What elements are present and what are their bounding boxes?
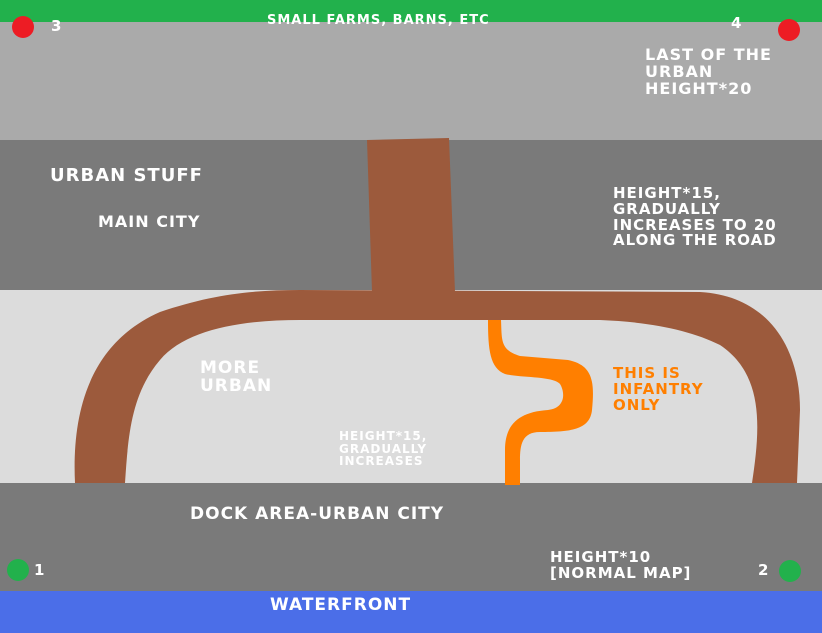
spawn-number-2: 2 [758,561,770,579]
dock-zone [0,483,822,591]
main-road [367,138,455,292]
urban-stuff-label: URBAN STUFF [50,165,203,186]
waterfront-label: WATERFRONT [270,595,412,615]
last-urban-label: LAST OF THE URBAN HEIGHT*20 [645,45,772,98]
height15-road-label: HEIGHT*15, GRADUALLY INCREASES TO 20 ALO… [613,184,777,250]
main-city-label: MAIN CITY [98,212,201,231]
last-urban-zone [0,22,822,140]
spawn-number-3: 3 [51,17,63,35]
spawn-marker-4 [778,19,800,41]
height10-label: HEIGHT*10 [NORMAL MAP] [550,548,692,582]
height15-small-label: HEIGHT*15, GRADUALLY INCREASES [339,429,428,469]
infantry-path [488,320,593,485]
farmland-band [0,0,822,22]
arch-road [74,290,801,483]
more-urban-label: MORE URBAN [200,358,273,396]
spawn-number-1: 1 [34,561,46,579]
spawn-marker-2 [779,560,801,582]
waterfront-zone [0,591,822,633]
dock-area-label: DOCK AREA-URBAN CITY [190,504,445,524]
spawn-number-4: 4 [731,14,743,32]
spawn-marker-1 [7,559,29,581]
spawn-marker-3 [12,16,34,38]
farms-label: SMALL FARMS, BARNS, ETC [267,13,490,28]
infantry-only-label: THIS IS INFANTRY ONLY [613,364,704,414]
